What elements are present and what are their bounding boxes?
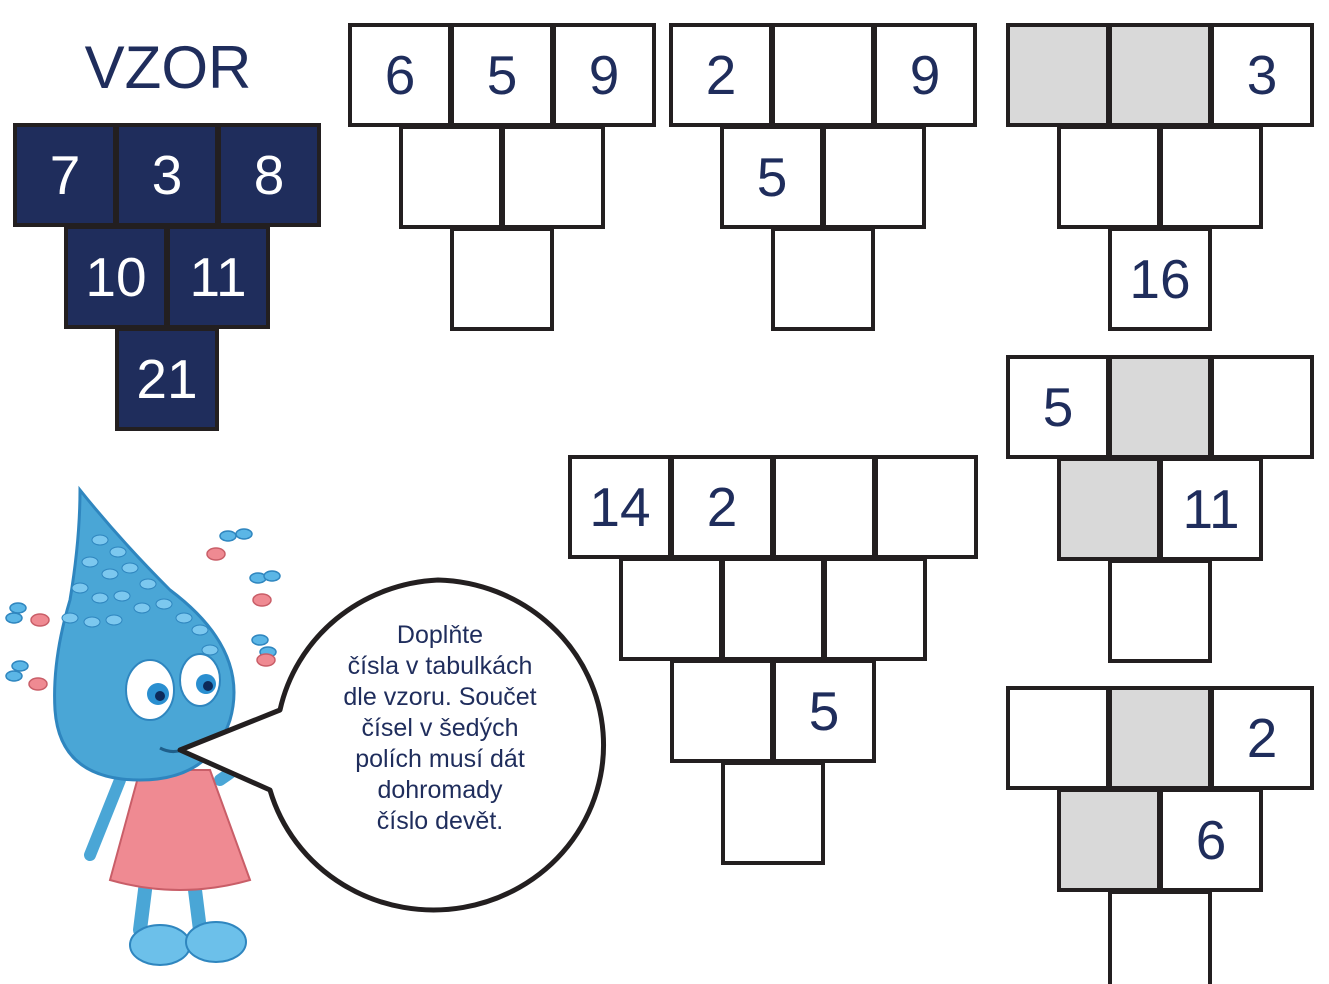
instruction-line: dle vzoru. Součet — [300, 682, 580, 713]
instruction-line: číslo devět. — [300, 806, 580, 837]
puzzle-cell[interactable] — [1057, 125, 1161, 229]
puzzle-cell[interactable]: 11 — [1159, 457, 1263, 561]
gray-puzzle-cell[interactable] — [1057, 457, 1161, 561]
puzzle-cell[interactable] — [721, 761, 825, 865]
gray-puzzle-cell[interactable] — [1108, 23, 1212, 127]
puzzle-cell[interactable] — [771, 227, 875, 331]
puzzle-cell[interactable]: 5 — [772, 659, 876, 763]
gray-puzzle-cell[interactable] — [1108, 355, 1212, 459]
puzzle-cell[interactable]: 5 — [720, 125, 824, 229]
puzzle-cell[interactable]: 5 — [450, 23, 554, 127]
puzzle-cell[interactable]: 9 — [873, 23, 977, 127]
puzzle-cell[interactable] — [399, 125, 503, 229]
puzzle-cell[interactable] — [450, 227, 554, 331]
instruction-line: dohromady — [300, 775, 580, 806]
example-title: VZOR — [15, 38, 321, 98]
puzzle-cell[interactable] — [670, 659, 774, 763]
example-cell: 11 — [166, 225, 270, 329]
puzzle-cell[interactable]: 2 — [670, 455, 774, 559]
puzzle-cell[interactable]: 14 — [568, 455, 672, 559]
puzzle-cell[interactable] — [771, 23, 875, 127]
puzzle-cell[interactable]: 2 — [669, 23, 773, 127]
puzzle-cell[interactable]: 6 — [348, 23, 452, 127]
puzzle-cell[interactable] — [1159, 125, 1263, 229]
puzzle-cell[interactable]: 9 — [552, 23, 656, 127]
gray-puzzle-cell[interactable] — [1006, 23, 1110, 127]
puzzle-cell[interactable]: 3 — [1210, 23, 1314, 127]
instruction-line: Doplňte — [300, 620, 580, 651]
example-cell: 3 — [115, 123, 219, 227]
puzzle-cell[interactable] — [501, 125, 605, 229]
puzzle-cell[interactable] — [822, 125, 926, 229]
puzzle-cell[interactable] — [1108, 559, 1212, 663]
puzzle-cell[interactable] — [1210, 355, 1314, 459]
instruction-line: polích musí dát — [300, 744, 580, 775]
puzzle-cell[interactable] — [823, 557, 927, 661]
puzzle-cell[interactable]: 16 — [1108, 227, 1212, 331]
puzzle-cell[interactable]: 6 — [1159, 788, 1263, 892]
puzzle-cell[interactable]: 5 — [1006, 355, 1110, 459]
puzzle-cell[interactable] — [874, 455, 978, 559]
puzzle-cell[interactable] — [619, 557, 723, 661]
puzzle-cell[interactable] — [1108, 890, 1212, 984]
example-cell: 10 — [64, 225, 168, 329]
instruction-line: čísla v tabulkách — [300, 651, 580, 682]
instruction-text: Doplňte čísla v tabulkách dle vzoru. Sou… — [300, 620, 580, 837]
puzzle-cell[interactable] — [772, 455, 876, 559]
puzzle-cell[interactable]: 2 — [1210, 686, 1314, 790]
example-cell: 8 — [217, 123, 321, 227]
gray-puzzle-cell[interactable] — [1057, 788, 1161, 892]
instruction-line: čísel v šedých — [300, 713, 580, 744]
gray-puzzle-cell[interactable] — [1108, 686, 1212, 790]
example-cell: 7 — [13, 123, 117, 227]
puzzle-cell[interactable] — [1006, 686, 1110, 790]
example-cell: 21 — [115, 327, 219, 431]
puzzle-cell[interactable] — [721, 557, 825, 661]
